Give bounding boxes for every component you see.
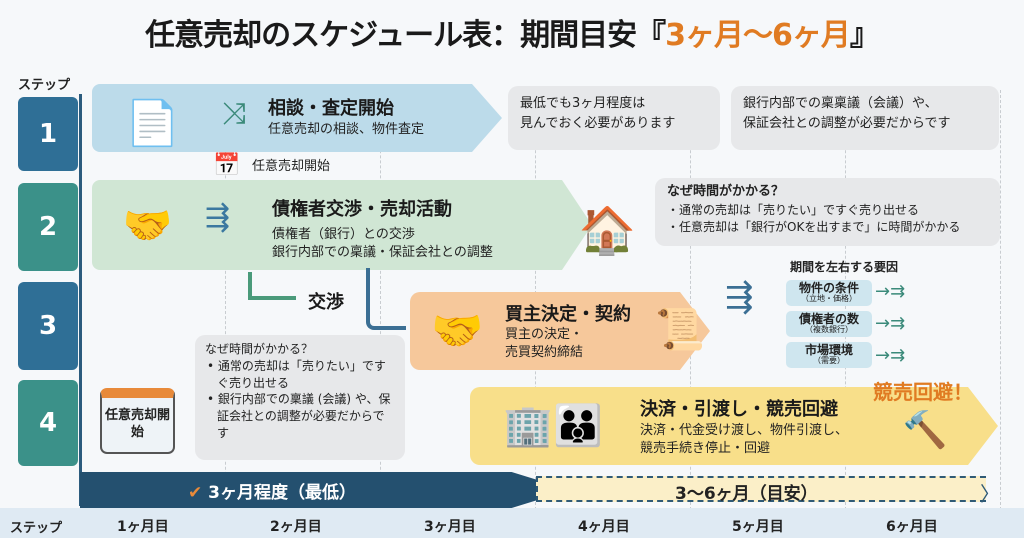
factor-property: 物件の条件（立地・価格） — [786, 280, 872, 306]
step-2-badge: 2 — [18, 183, 78, 271]
min-period-bar — [80, 472, 570, 508]
why-time-bubble-left: なぜ時間がかかる？ • 通常の売却は「売りたい」ですぐ売り出せる • 銀行内部で… — [195, 335, 405, 460]
step-2-desc-2: 銀行内部での稟議・保証会社との調整 — [272, 245, 493, 260]
step-2-arrow — [92, 180, 592, 270]
building-family-icon: 🏢👪 — [503, 402, 603, 449]
why-time-bubble-right: なぜ時間がかかる？・通常の売却は「売りたい」ですぐ売り出せる・任意売却は「銀行が… — [655, 178, 1000, 246]
min-period-label: ✔ 3ヶ月程度（最低） — [188, 483, 357, 503]
month-1-label: 1ヶ月目 — [117, 519, 169, 535]
month-3-label: 3ヶ月目 — [424, 519, 476, 535]
factor-duration-arrows: →⇉→⇉→⇉ — [875, 281, 906, 366]
factor-branch-icon: ⇶ — [725, 277, 754, 317]
handshake-icon: 🤝 — [431, 306, 484, 355]
month-5-label: 5ヶ月目 — [732, 519, 784, 535]
meeting-icon: 🤝 — [122, 203, 173, 249]
start-label: 任意売却開始 — [252, 159, 331, 174]
factor-creditors: 債権者の数（複数銀行） — [786, 311, 872, 337]
step-1-arrow — [92, 84, 502, 152]
month-guide — [225, 90, 226, 510]
step-1-title: 相談・査定開始 — [268, 98, 394, 119]
calendar-start-icon: 任意売却開始 — [100, 388, 175, 454]
document-hand-icon: 📄 — [125, 98, 180, 149]
dashed-arrowhead-icon: 〉 — [980, 482, 1000, 506]
month-4-label: 4ヶ月目 — [578, 519, 630, 535]
estimate-period-label: 3〜6ヶ月（目安） — [675, 484, 818, 504]
negotiation-arrow-icon — [248, 272, 296, 300]
timeline-axis — [79, 94, 82, 506]
house-for-sale-icon: 🏠 — [578, 202, 637, 257]
auction-avoid-callout: 競売回避！ — [873, 380, 973, 404]
step-3-desc-1: 買主の決定・ — [505, 327, 584, 342]
page-title: 任意売却のスケジュール表：期間目安『3ヶ月〜6ヶ月』 — [145, 18, 880, 53]
min-period-bubble: 最低でも3ヶ月程度は見んでおく必要があります — [508, 86, 720, 150]
gavel-icon: 🔨 — [902, 410, 948, 451]
branch-arrow-icon: ⇶ — [205, 200, 231, 235]
step-4-badge: 4 — [18, 380, 78, 466]
month-guide — [1000, 90, 1001, 510]
axis-step-label: ステップ — [10, 521, 63, 536]
step-4-arrow — [470, 387, 998, 465]
step-4-desc-1: 決済・代金受け渡し、物件引渡し、 — [640, 423, 849, 438]
month-guide — [380, 90, 381, 510]
negotiation-label: 交渉 — [308, 292, 344, 313]
step-2-desc-1: 債権者（銀行）との交渉 — [272, 227, 415, 242]
step-header: ステップ — [18, 78, 71, 93]
estimate-period-bar — [536, 476, 986, 502]
step-3-desc-2: 売買契約締結 — [505, 345, 584, 360]
month-axis — [0, 508, 1024, 538]
bank-reason-bubble: 銀行内部での稟稟議（会議）や、保証会社との調整が必要だからです — [731, 86, 999, 150]
contract-icon: 📜 — [655, 306, 705, 353]
shuffle-arrow-icon: ⤨ — [222, 96, 246, 131]
calendar-icon: 📅 — [213, 152, 241, 178]
factor-market: 市場環境（需要） — [786, 342, 872, 368]
connector-arrow — [366, 268, 406, 330]
step-3-badge: 3 — [18, 282, 78, 370]
factors-title: 期間を左右する要因 — [790, 260, 899, 274]
step-3-arrow — [410, 292, 710, 370]
step-4-title: 決済・引渡し・競売回避 — [640, 399, 838, 420]
step-2-title: 債権者交渉・売却活動 — [272, 199, 452, 220]
step-4-desc-2: 競売手続き停止・回避 — [640, 441, 771, 456]
month-guide — [690, 90, 691, 510]
step-1-desc: 任意売却の相談、物件査定 — [268, 122, 425, 137]
month-2-label: 2ヶ月目 — [270, 519, 322, 535]
check-icon: ✔ — [188, 483, 203, 503]
step-3-title: 買主決定・契約 — [505, 304, 631, 325]
step-1-badge: 1 — [18, 97, 78, 171]
month-6-label: 6ヶ月目 — [886, 519, 938, 535]
